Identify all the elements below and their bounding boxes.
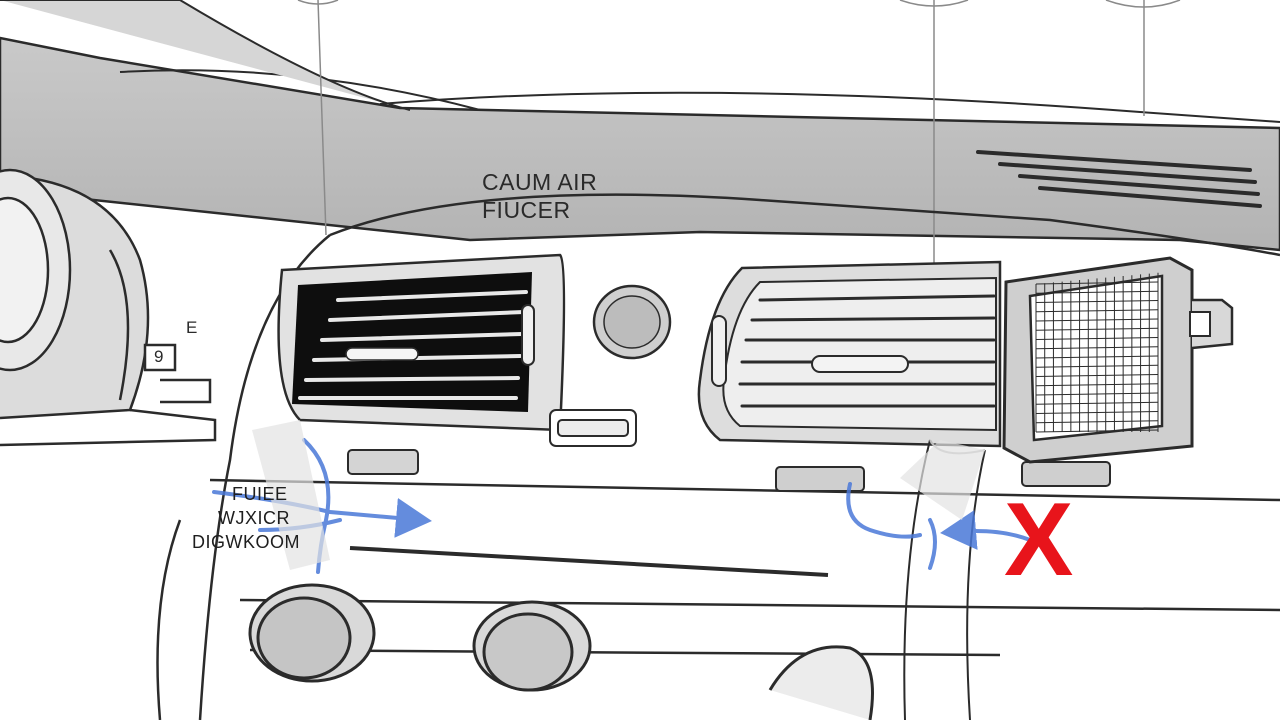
airflow-label: FUIEE WJXICR DIGWKOOM	[192, 482, 300, 554]
console-buttons	[347, 409, 1111, 492]
air-vent-icon-right	[697, 260, 1002, 448]
blocked-x-icon: X	[1004, 482, 1074, 598]
center-console	[156, 193, 1280, 720]
dashboard-top	[0, 0, 1280, 252]
air-vent-icon-left	[277, 253, 566, 432]
title-line-2: FIUCER	[482, 197, 571, 223]
control-knob-icon	[248, 583, 874, 720]
flow-label-line-2: WJXICR	[218, 508, 290, 528]
diagram-title: CAUM AIR FIUCER	[482, 168, 597, 224]
flow-label-line-1: FUIEE	[232, 484, 288, 504]
hazard-button	[592, 284, 672, 360]
gauge-glyph-bottom: 9	[154, 347, 164, 366]
instrument-cluster	[0, 168, 217, 447]
defroster-vent	[976, 150, 1262, 208]
cabin-air-filter-icon	[1002, 256, 1234, 464]
callout-lines	[297, 0, 1181, 272]
title-line-1: CAUM AIR	[482, 169, 598, 195]
airflow-shadow	[252, 420, 985, 570]
gauge-glyph-top: E	[186, 318, 198, 337]
airflow-arrow-icon	[212, 438, 1032, 574]
flow-label-line-3: DIGWKOOM	[192, 532, 300, 552]
